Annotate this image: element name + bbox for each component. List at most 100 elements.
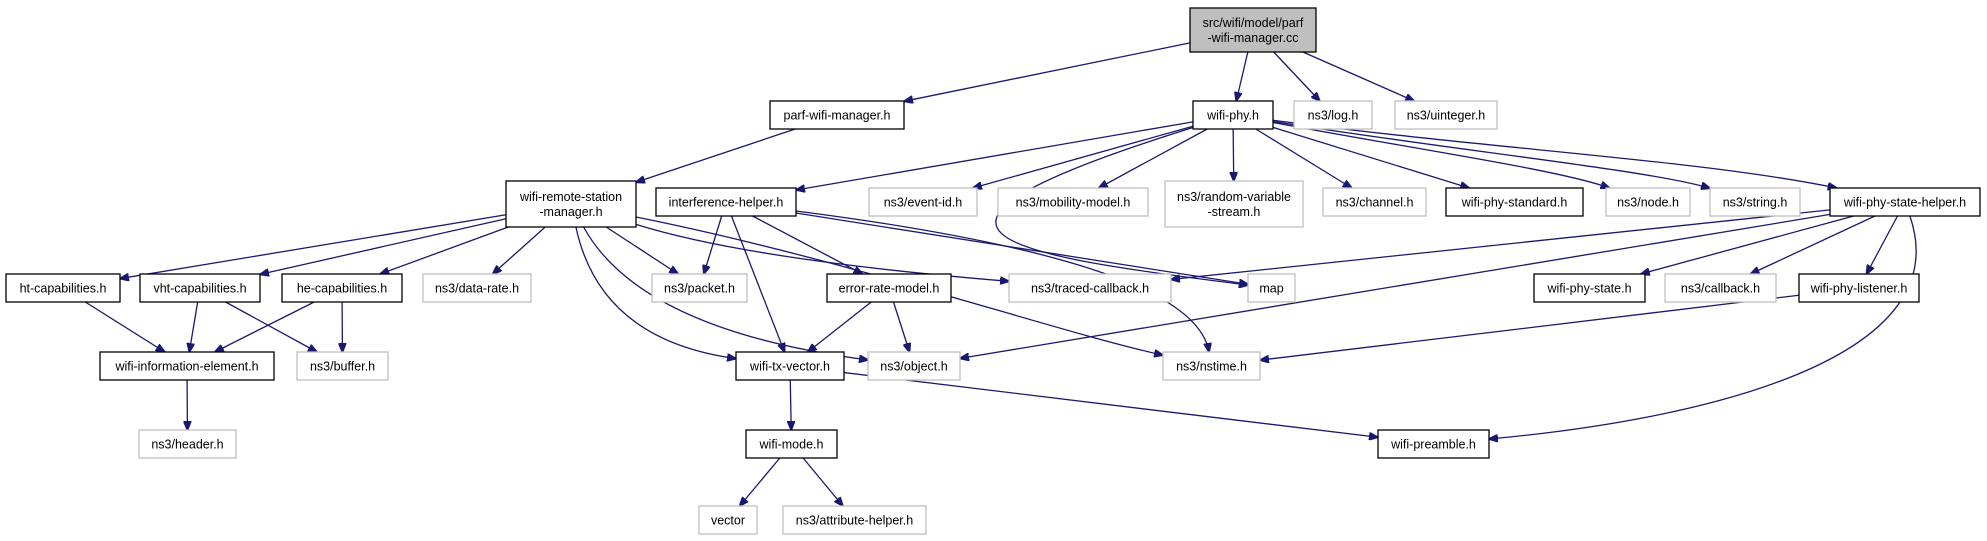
node-wifi-phy-state-h[interactable]: wifi-phy-state.h [1533, 273, 1646, 303]
node-label: vht-capabilities.h [153, 282, 246, 296]
node-label: wifi-phy.h [1206, 109, 1259, 123]
node-ns3-mobility-model-h: ns3/mobility-model.h [997, 187, 1149, 217]
node-box[interactable] [5, 273, 121, 303]
node-he-capabilities-h[interactable]: he-capabilities.h [281, 273, 403, 303]
edge-error-rate-model-h-to-wifi-tx-vector-h [808, 301, 872, 352]
node-ns3-data-rate-h: ns3/data-rate.h [422, 273, 532, 303]
node-box[interactable] [1533, 273, 1646, 303]
node-label: ns3/log.h [1308, 109, 1359, 123]
node-box[interactable] [745, 429, 838, 459]
node-wifi-phy-listener-h[interactable]: wifi-phy-listener.h [1798, 273, 1920, 303]
dependency-nodes: src/wifi/model/parf-wifi-manager.ccparf-… [5, 7, 1981, 535]
node-vht-capabilities-h[interactable]: vht-capabilities.h [139, 273, 261, 303]
node-box[interactable] [826, 273, 952, 303]
edge-error-rate-model-h-to-ns3-object-h [892, 301, 909, 352]
edge-wifi-phy-state-helper-h-to-wifi-phy-state-h [1641, 215, 1854, 274]
edge-parf-wifi-manager-h-to-wifi-remote-station-manager-h [636, 128, 796, 182]
edge-wifi-phy-state-helper-h-to-ns3-object-h [960, 213, 1831, 358]
node-label: ns3/buffer.h [310, 360, 375, 374]
edge-interference-helper-h-to-map [795, 212, 1248, 284]
node-label: ns3/attribute-helper.h [796, 514, 913, 528]
node-interference-helper-h[interactable]: interference-helper.h [655, 187, 797, 217]
node-box[interactable] [735, 351, 845, 381]
node-wifi-phy-state-helper-h[interactable]: wifi-phy-state-helper.h [1829, 187, 1981, 217]
node-box[interactable] [1798, 273, 1920, 303]
node-label: ns3/object.h [880, 360, 947, 374]
node-ns3-log-h: ns3/log.h [1293, 100, 1373, 130]
node-box [867, 351, 961, 381]
node-box [1189, 7, 1317, 53]
edge-wifi-phy-h-to-ns3-node-h [1272, 121, 1610, 188]
node-box [1164, 180, 1304, 228]
edge-wifi-remote-station-manager-h-to-ht-capabilities-h [120, 214, 507, 279]
edge-wifi-phy-h-to-interference-helper-h [796, 121, 1194, 190]
node-box[interactable] [505, 180, 637, 228]
node-wifi-preamble-h[interactable]: wifi-preamble.h [1377, 429, 1490, 459]
node-box [1162, 351, 1261, 381]
edge-wifi-mode-h-to-vector [740, 457, 781, 506]
edge-wifi-phy-h-to-ns3-channel-h [1255, 128, 1352, 188]
edge-ht-capabilities-h-to-wifi-information-element-h [84, 301, 164, 352]
node-box[interactable] [99, 351, 275, 381]
edge-wifi-phy-h-to-ns3-random-variable-stream-h [1233, 128, 1234, 181]
node-wifi-phy-h[interactable]: wifi-phy.h [1192, 100, 1274, 130]
node-label: map [1259, 282, 1283, 296]
node-ns3-callback-h: ns3/callback.h [1664, 273, 1777, 303]
node-ns3-node-h: ns3/node.h [1605, 187, 1691, 217]
node-label: ns3/random-variable [1177, 190, 1291, 204]
node-label: ns3/nstime.h [1176, 360, 1247, 374]
node-label: ns3/packet.h [664, 282, 735, 296]
node-box[interactable] [1445, 187, 1584, 217]
node-label: ns3/node.h [1617, 196, 1679, 210]
node-box[interactable] [769, 100, 905, 130]
node-wifi-mode-h[interactable]: wifi-mode.h [745, 429, 838, 459]
edge-wifi-tx-vector-h-to-wifi-preamble-h [843, 371, 1378, 438]
node-label: error-rate-model.h [839, 282, 940, 296]
edge-wifi-remote-station-manager-h-to-ns3-packet-h [605, 226, 678, 274]
node-box[interactable] [139, 273, 261, 303]
node-box[interactable] [655, 187, 797, 217]
edge-wifi-phy-h-to-wifi-phy-standard-h [1272, 126, 1469, 188]
node-map: map [1247, 273, 1296, 303]
node-label: wifi-preamble.h [1390, 438, 1476, 452]
node-wifi-tx-vector-h[interactable]: wifi-tx-vector.h [735, 351, 845, 381]
edge-root-to-ns3-uinteger-h [1302, 51, 1414, 101]
edge-wifi-phy-state-helper-h-to-wifi-preamble-h [1489, 215, 1917, 439]
node-box[interactable] [1377, 429, 1490, 459]
edge-root-to-ns3-log-h [1273, 51, 1320, 101]
node-box [997, 187, 1149, 217]
edge-root-to-wifi-phy-h [1236, 51, 1249, 101]
edge-wifi-phy-state-helper-h-to-ns3-callback-h [1751, 215, 1876, 274]
node-parf-wifi-manager-h[interactable]: parf-wifi-manager.h [769, 100, 905, 130]
edge-interference-helper-h-to-ns3-packet-h [704, 215, 723, 274]
node-ht-capabilities-h[interactable]: ht-capabilities.h [5, 273, 121, 303]
node-ns3-random-variable-stream-h: ns3/random-variable-stream.h [1164, 180, 1304, 228]
node-box [1247, 273, 1296, 303]
node-label: -stream.h [1208, 205, 1261, 219]
node-box [698, 505, 758, 535]
node-label: ns3/traced-callback.h [1031, 282, 1149, 296]
node-label: ns3/string.h [1723, 196, 1788, 210]
node-label: wifi-remote-station [519, 190, 622, 204]
node-box [296, 351, 389, 381]
node-box[interactable] [1829, 187, 1981, 217]
edge-wifi-phy-h-to-map [995, 126, 1248, 285]
node-label: ns3/callback.h [1681, 282, 1760, 296]
node-error-rate-model-h[interactable]: error-rate-model.h [826, 273, 952, 303]
node-ns3-nstime-h: ns3/nstime.h [1162, 351, 1261, 381]
node-ns3-uinteger-h: ns3/uinteger.h [1394, 100, 1498, 130]
node-label: ns3/data-rate.h [435, 282, 519, 296]
node-wifi-phy-standard-h[interactable]: wifi-phy-standard.h [1445, 187, 1584, 217]
node-wifi-information-element-h[interactable]: wifi-information-element.h [99, 351, 275, 381]
node-box[interactable] [281, 273, 403, 303]
edge-vht-capabilities-h-to-wifi-information-element-h [189, 301, 199, 352]
node-label: vector [711, 514, 745, 528]
node-box [1664, 273, 1777, 303]
node-label: wifi-phy-state-helper.h [1843, 196, 1966, 210]
edge-interference-helper-h-to-error-rate-model-h [752, 215, 863, 274]
node-box[interactable] [1192, 100, 1274, 130]
node-wifi-remote-station-manager-h[interactable]: wifi-remote-station-manager.h [505, 180, 637, 228]
node-label: interference-helper.h [669, 196, 784, 210]
node-ns3-header-h: ns3/header.h [138, 429, 237, 459]
